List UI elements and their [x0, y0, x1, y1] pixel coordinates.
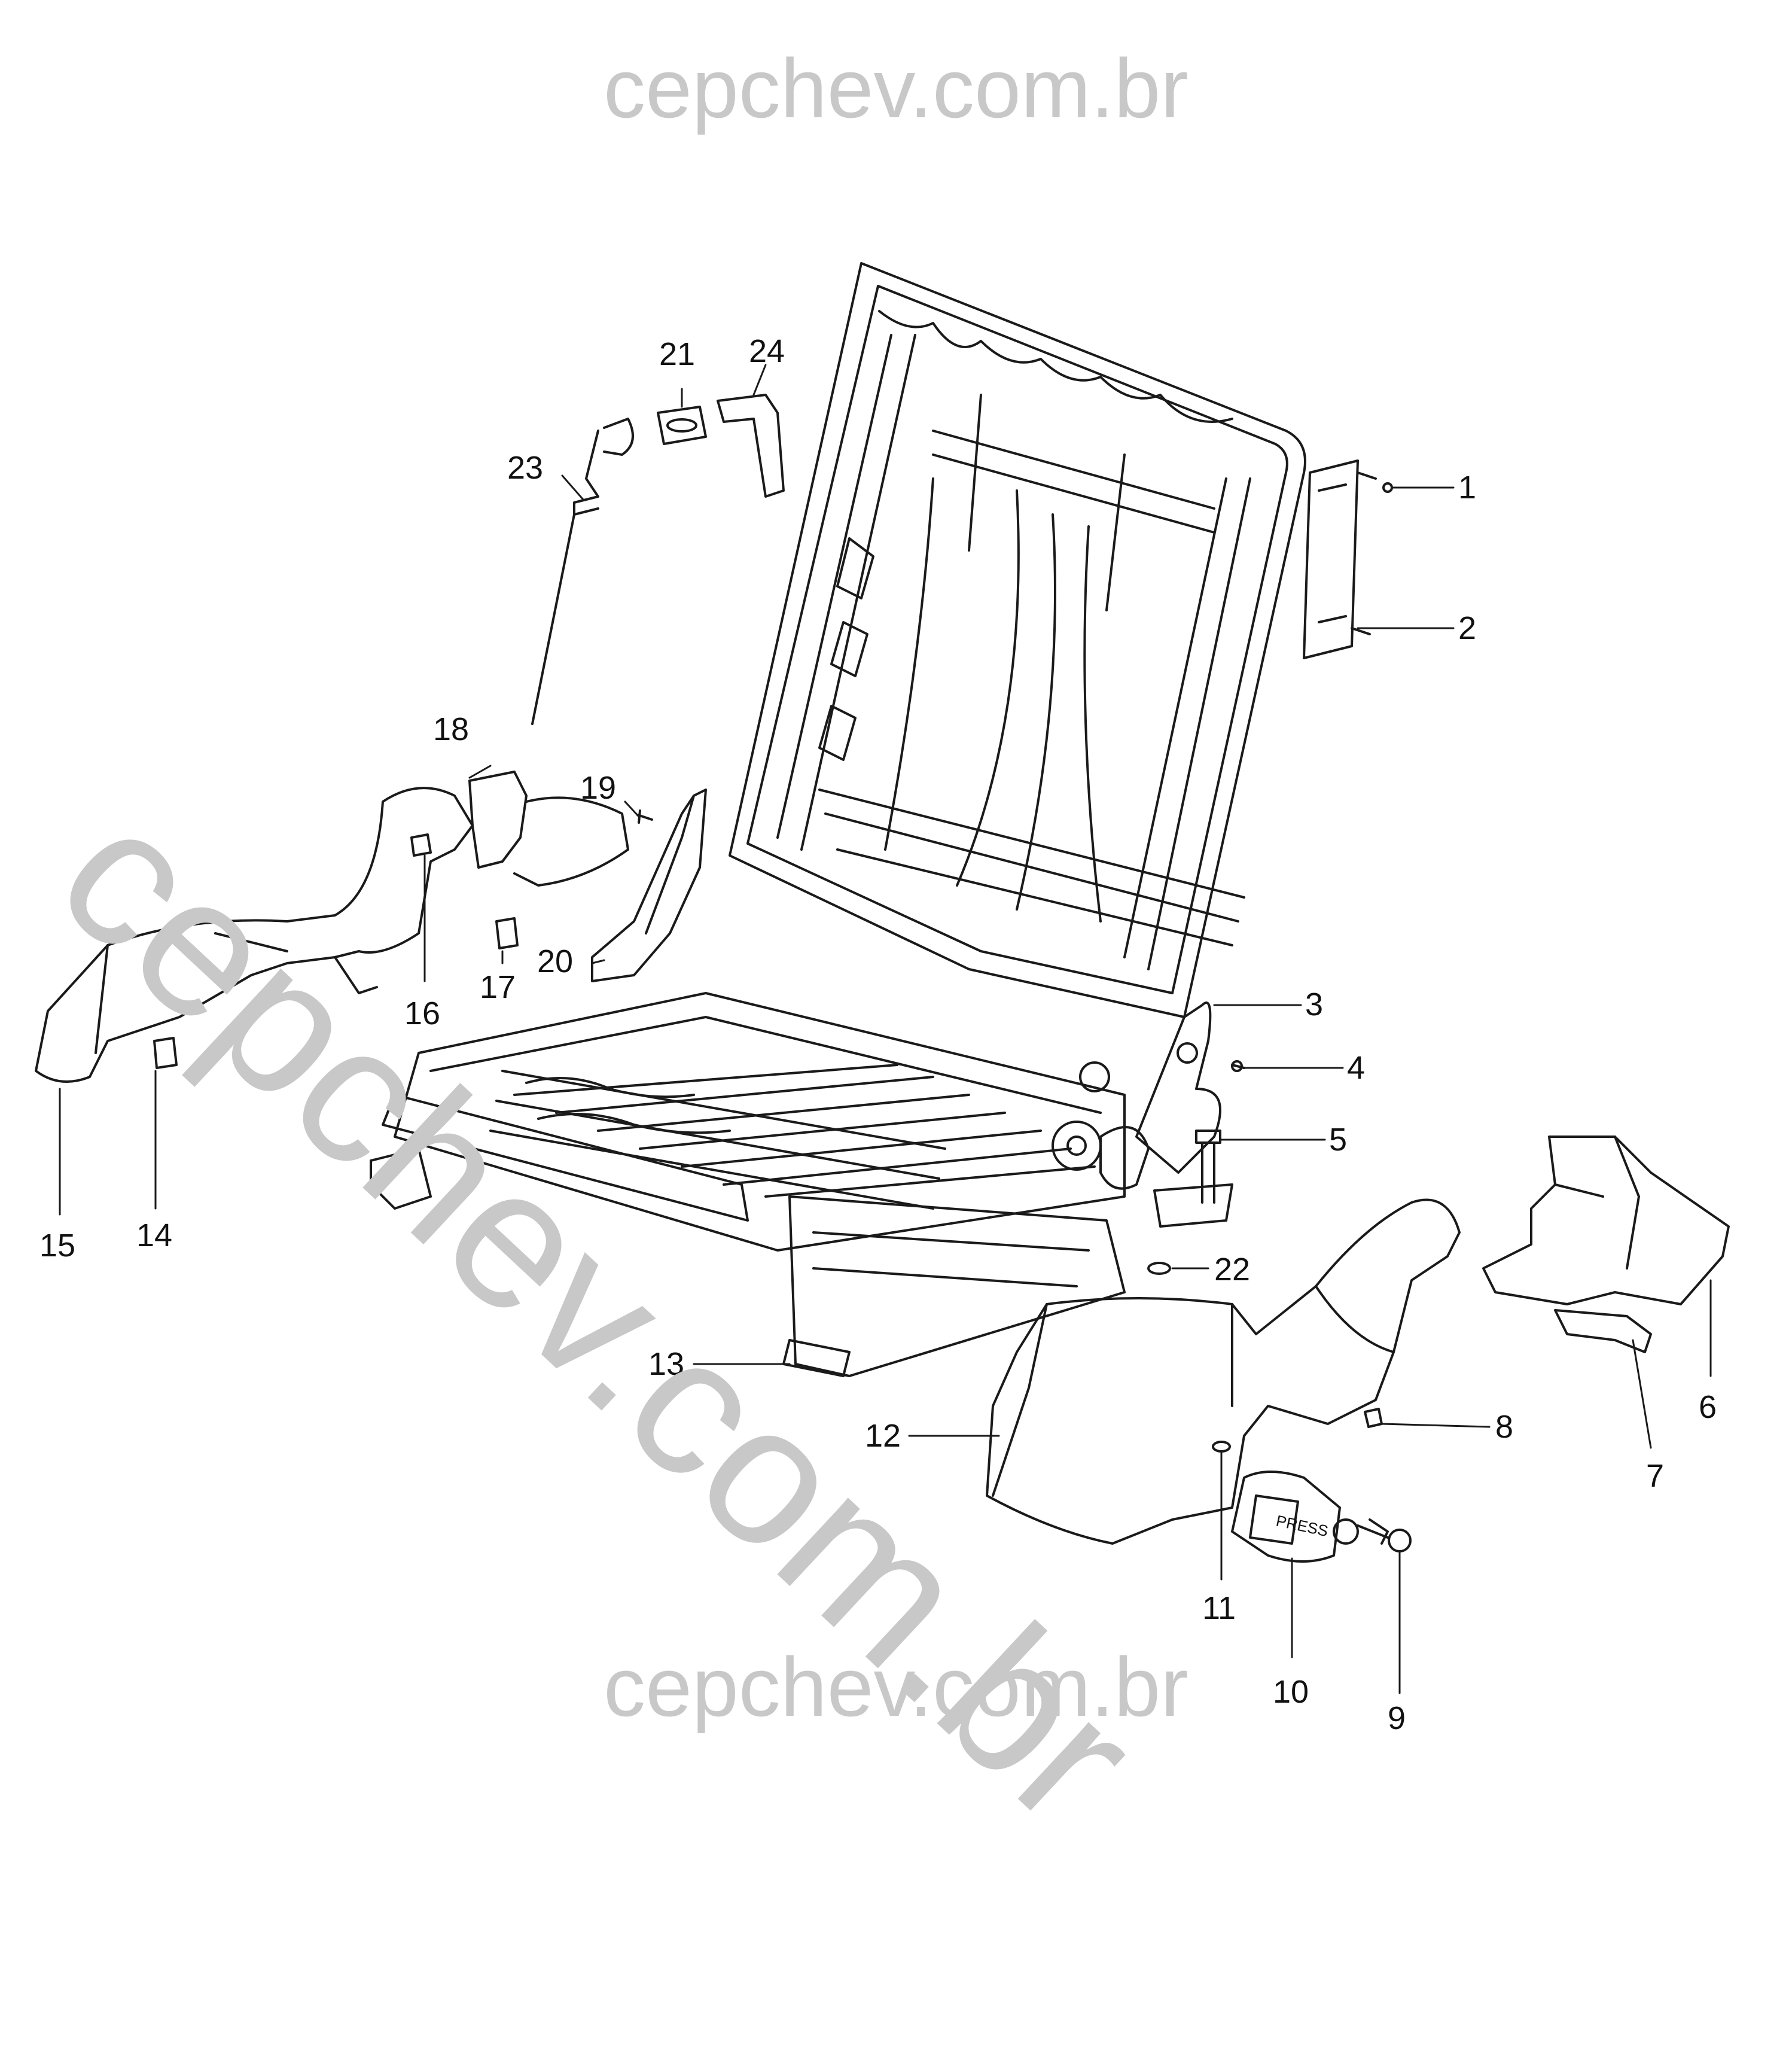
callout-5: 5	[1329, 1122, 1347, 1158]
callout-15: 15	[39, 1228, 75, 1264]
hinge-assembly	[1303, 459, 1393, 659]
bolt-5	[1195, 1130, 1221, 1204]
clip-16	[410, 833, 432, 857]
callout-22: 22	[1214, 1252, 1250, 1287]
release-rod	[531, 418, 634, 725]
clip-8	[1364, 1408, 1383, 1428]
callout-23: 23	[507, 450, 543, 486]
callout-4: 4	[1347, 1050, 1365, 1086]
callout-3: 3	[1305, 987, 1323, 1022]
callout-16: 16	[404, 996, 440, 1031]
callout-7: 7	[1646, 1458, 1664, 1494]
callout-11: 11	[1202, 1590, 1236, 1626]
seat-belt-buckle	[1231, 1471, 1359, 1563]
center-cover	[986, 1198, 1461, 1545]
bolt-19	[636, 809, 653, 824]
callout-10: 10	[1273, 1674, 1309, 1710]
watermark-bottom: cepchev.com.br	[604, 1640, 1188, 1734]
washer-22	[1147, 1262, 1171, 1275]
grommet-21	[657, 406, 707, 445]
leader-lines	[59, 364, 1712, 1694]
release-handle	[468, 771, 629, 949]
callout-13: 13	[648, 1346, 684, 1382]
callout-24: 24	[749, 333, 785, 369]
seat-cushion-frame	[370, 992, 1126, 1252]
callout-20: 20	[537, 943, 573, 979]
seat-parts-diagram: PRESS 1 2 3 4 5 6 7 8 9 10 11 12 13 14 1…	[35, 262, 1730, 1736]
callout-14: 14	[136, 1217, 172, 1253]
callout-12: 12	[865, 1418, 901, 1454]
washer-11	[1212, 1441, 1231, 1453]
callout-8: 8	[1495, 1409, 1513, 1445]
clip-7	[1554, 1309, 1652, 1353]
callout-2: 2	[1458, 610, 1476, 646]
callout-1: 1	[1458, 470, 1476, 506]
side-panel-right	[1135, 1001, 1245, 1174]
callout-21: 21	[659, 336, 695, 372]
buckle-label: PRESS	[1275, 1512, 1330, 1541]
callout-6: 6	[1699, 1389, 1717, 1425]
seat-base-bracket	[782, 1061, 1233, 1377]
right-cover	[1482, 1136, 1730, 1305]
callout-17: 17	[480, 969, 516, 1005]
callout-19: 19	[580, 770, 616, 806]
clip-14	[153, 1037, 178, 1069]
strap-24	[717, 394, 785, 498]
callout-numbers: 1 2 3 4 5 6 7 8 9 10 11 12 13 14 15 16 1…	[39, 333, 1717, 1736]
seat-back-frame	[729, 262, 1306, 1018]
left-cover	[35, 787, 474, 1083]
bolt-9	[1357, 1518, 1412, 1552]
callout-9: 9	[1388, 1700, 1406, 1736]
callout-18: 18	[433, 711, 469, 747]
watermark-top: cepchev.com.br	[604, 41, 1188, 135]
side-trim-left	[591, 789, 707, 982]
